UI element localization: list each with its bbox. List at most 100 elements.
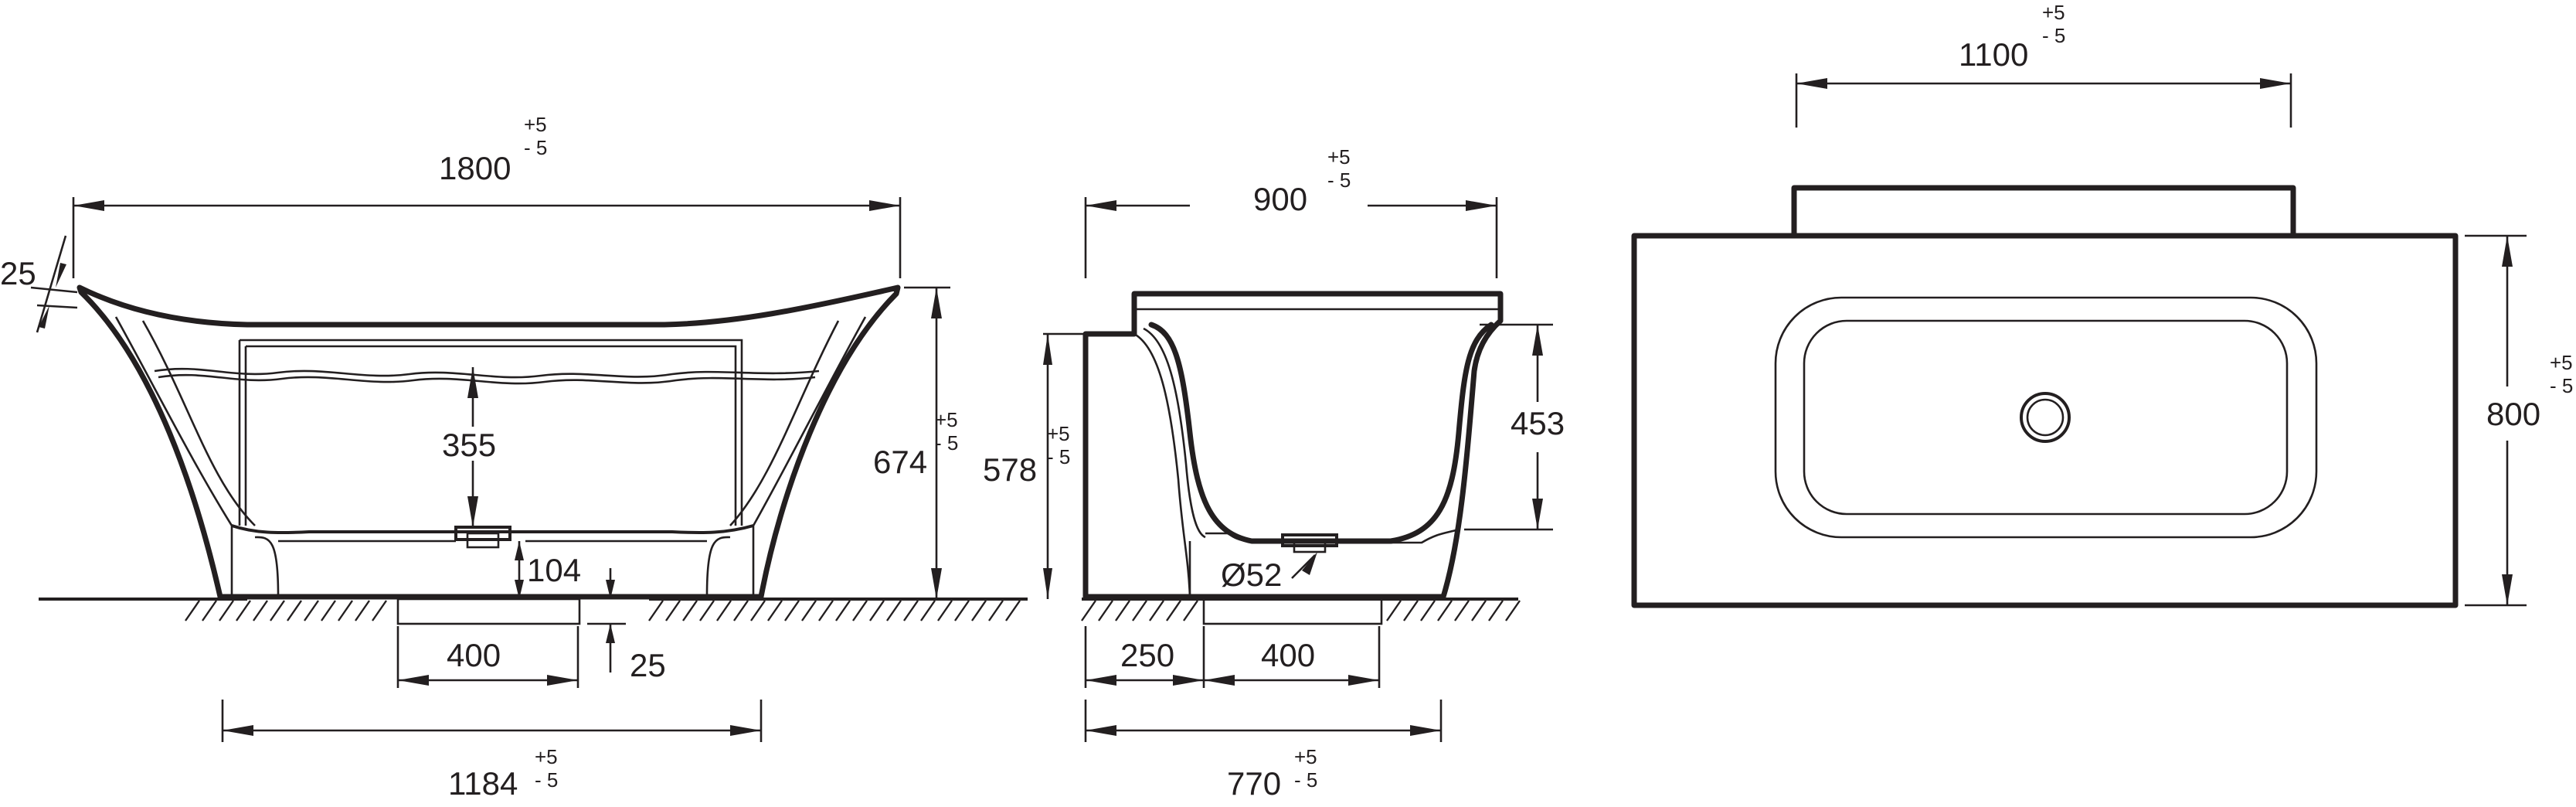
hatch-line	[767, 600, 783, 621]
side-waste-body	[466, 532, 500, 549]
tol-minus: - 5	[535, 768, 558, 792]
side-inner-contour	[114, 316, 867, 595]
hatch-line	[648, 600, 664, 621]
tol-minus: - 5	[2042, 24, 2065, 47]
top-drain	[2020, 392, 2071, 443]
hatch-line	[869, 600, 885, 621]
end-basin-bottom	[1205, 528, 1460, 544]
hatch-line	[1505, 600, 1521, 621]
side-floor-hatching	[185, 600, 1021, 621]
hatch-line	[1403, 600, 1419, 621]
side-basin-bottom	[231, 524, 754, 535]
dim-end-inner-depth: 453	[1511, 405, 1565, 441]
side-water-line-2	[158, 373, 816, 385]
hatch-line	[699, 600, 715, 621]
top-back-ledge	[1791, 185, 2296, 239]
hatch-line	[1183, 600, 1198, 621]
hatch-line	[1471, 600, 1487, 621]
hatch-line	[835, 600, 851, 621]
top-basin-outer	[1774, 296, 2318, 539]
side-waste	[454, 526, 511, 541]
dim-end-plinth-width: 400	[1261, 637, 1315, 673]
tol-plus: +5	[524, 113, 547, 136]
dim-top-width: 800	[2486, 396, 2540, 432]
hatch-line	[185, 600, 200, 621]
hatch-line	[219, 600, 234, 621]
side-tub-outline	[76, 284, 901, 600]
tol-minus: - 5	[524, 136, 547, 159]
dim-waste-diameter: Ø52	[1221, 557, 1282, 593]
tol-plus: +5	[2042, 1, 2065, 24]
dim-inner-depth: 355	[442, 427, 496, 463]
hatch-line	[682, 600, 698, 621]
hatch-line	[1420, 600, 1436, 621]
end-floor-hatching	[1081, 600, 1521, 621]
hatch-line	[733, 600, 749, 621]
hatch-line	[1166, 600, 1181, 621]
dim-side-height: 674	[873, 444, 927, 480]
top-basin-inner	[1803, 319, 2289, 516]
end-plinth	[1202, 598, 1383, 625]
tol-plus: +5	[1047, 422, 1070, 445]
side-inner-wall-left	[141, 320, 256, 526]
hatch-line	[1437, 600, 1453, 621]
dim-side-length: 1800	[439, 150, 511, 186]
dim-rim-thickness: 25	[0, 255, 36, 291]
end-waste-body	[1293, 540, 1327, 553]
hatch-line	[372, 600, 387, 621]
hatch-line	[202, 600, 217, 621]
dim-end-height: 578	[983, 451, 1037, 488]
dim-foot-height: 104	[527, 552, 581, 588]
hatch-line	[338, 600, 353, 621]
side-inner-wall-right	[729, 320, 840, 526]
hatch-line	[1149, 600, 1164, 621]
hatch-line	[1081, 600, 1096, 621]
hatch-line	[270, 600, 285, 621]
hatch-line	[784, 600, 800, 621]
side-inner-frame	[238, 339, 743, 526]
hatch-line	[920, 600, 936, 621]
hatch-line	[665, 600, 681, 621]
hatch-line	[253, 600, 268, 621]
hatch-line	[1005, 600, 1021, 621]
end-inner-wall-left	[1133, 332, 1191, 598]
hatch-line	[903, 600, 919, 621]
hatch-line	[287, 600, 302, 621]
hatch-line	[852, 600, 868, 621]
end-tub-outline	[1082, 291, 1504, 600]
hatch-line	[716, 600, 732, 621]
hatch-line	[954, 600, 970, 621]
hatch-line	[1115, 600, 1130, 621]
dim-offset: 250	[1120, 637, 1174, 673]
top-outer-rectangle	[1631, 233, 2459, 608]
tol-minus: - 5	[935, 431, 958, 455]
dim-foot-span: 1184	[448, 765, 518, 802]
hatch-line	[971, 600, 987, 621]
tol-plus: +5	[2550, 351, 2573, 374]
tol-plus: +5	[1294, 745, 1317, 768]
hatch-line	[1098, 600, 1113, 621]
end-waste	[1281, 533, 1338, 547]
end-inner-wall-left-2	[1143, 327, 1206, 539]
hatch-line	[1132, 600, 1147, 621]
hatch-line	[1386, 600, 1402, 621]
side-basin-bottom-inner	[254, 536, 731, 596]
hatch-line	[1454, 600, 1470, 621]
hatch-line	[886, 600, 902, 621]
end-basin	[1148, 322, 1494, 544]
hatch-line	[750, 600, 766, 621]
end-view: 900 +5 - 5 578 +5 - 5 453 Ø52 250 4	[981, 145, 1565, 802]
side-plinth	[396, 598, 581, 625]
dim-end-width: 900	[1253, 181, 1307, 217]
hatch-line	[1488, 600, 1504, 621]
hatch-line	[937, 600, 953, 621]
side-view: 1800 +5 - 5 25 674 +5 - 5 355 104	[0, 113, 1028, 802]
tol-minus: - 5	[1047, 445, 1070, 468]
dim-base-width: 770	[1227, 765, 1281, 802]
side-water-line	[154, 367, 820, 379]
tol-plus: +5	[535, 745, 558, 768]
tol-minus: - 5	[1327, 169, 1351, 192]
dim-line-rim	[36, 235, 67, 333]
hatch-line	[355, 600, 370, 621]
